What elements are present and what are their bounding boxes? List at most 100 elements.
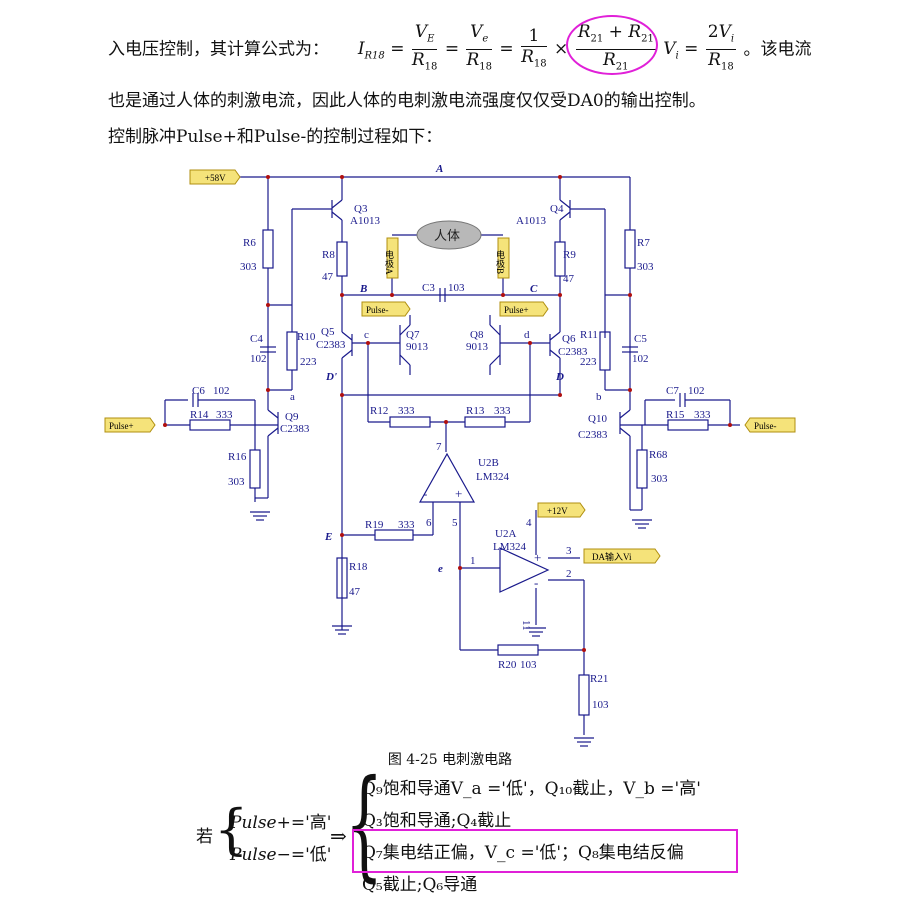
r18-label: R18 (349, 561, 368, 573)
v12-label: +12V (547, 506, 568, 516)
u2b-label: U2B (478, 457, 499, 469)
pin11-label: 11 (520, 620, 532, 631)
c5-label: C5 (634, 333, 647, 345)
u2b-type: LM324 (476, 471, 510, 483)
frac-VE-R18: VE R18 (411, 22, 438, 73)
result-1: Q₉饱和导通V_a ='低'，Q₁₀截止，V_b ='高' (362, 779, 701, 799)
v58-label: +58V (205, 173, 226, 183)
node-d-label: D (555, 371, 564, 383)
electrode-a-label: 电极A (384, 249, 394, 275)
pin4-label: 4 (526, 517, 532, 529)
r7-label: R7 (637, 237, 650, 249)
r14-label: R14 (190, 409, 209, 421)
r6-value: 303 (240, 261, 257, 273)
result-2: Q₃饱和导通;Q₄截止 (362, 811, 512, 831)
r16-value: 303 (228, 476, 245, 488)
r16-label: R16 (228, 451, 247, 463)
node-e-upper-label: E (324, 531, 332, 543)
r7-value: 303 (637, 261, 654, 273)
pin2-label: 2 (566, 568, 572, 580)
line1-start: 入电压控制，其计算公式为： (108, 39, 329, 60)
figure-caption: 图 4-25 电刺激电路 (387, 752, 513, 768)
r19-value: 333 (398, 519, 415, 531)
c7-label: C7 (666, 385, 679, 397)
pin7-label: 7 (436, 441, 442, 453)
highlight-box (352, 829, 738, 873)
q7-type: 9013 (406, 341, 429, 353)
r21-label: R21 (590, 673, 608, 685)
left-brace: { (214, 798, 249, 861)
q4-type: A1013 (516, 215, 546, 227)
u2b-minus: - (423, 486, 427, 501)
r15-label: R15 (666, 409, 685, 421)
pin6-label: 6 (426, 517, 432, 529)
node-d-small: d (524, 329, 530, 341)
r14-value: 333 (216, 409, 233, 421)
c3-label: C3 (422, 282, 435, 294)
r20-value: 103 (520, 659, 537, 671)
q9-type: C2383 (280, 423, 310, 435)
pin5-label: 5 (452, 517, 458, 529)
node-b-label: B (359, 283, 367, 295)
formula: IR18 = VE R18 = Ve R18 = 1 R18 × R21 + R… (358, 22, 744, 73)
result-4: Q₅截止;Q₆导通 (362, 875, 478, 895)
node-c-label: C (530, 283, 538, 295)
q8-type: 9013 (466, 341, 489, 353)
node-a-small: a (290, 391, 295, 403)
text-line-1: 入电压控制，其计算公式为： IR18 = VE R18 = Ve R18 = 1… (108, 22, 812, 78)
r9-value: 47 (563, 273, 575, 285)
q5-type: C2383 (316, 339, 346, 351)
frac-2Vi-R18: 2Vi R18 (705, 22, 737, 73)
r10-label: R10 (297, 331, 316, 343)
q4-label: Q4 (550, 203, 564, 215)
r13-label: R13 (466, 405, 485, 417)
q9-label: Q9 (285, 411, 299, 423)
node-e-lower-label: e (438, 563, 443, 575)
line1-end: 。该电流 (743, 39, 812, 60)
electrode-b-label: 电极B (495, 249, 505, 274)
c3-value: 103 (448, 282, 465, 294)
q7-label: Q7 (406, 329, 420, 341)
q3-label: Q3 (354, 203, 368, 215)
da-input-label: DA输入Vi (592, 551, 632, 562)
r11-value: 223 (580, 356, 597, 368)
frac-Ve-R18: Ve R18 (466, 22, 493, 73)
r9-label: R9 (563, 249, 576, 261)
text-line-2: 也是通过人体的刺激电流，因此人体的电刺激电流强度仅仅受DA0的输出控制。 (108, 91, 706, 111)
cond-ruo: 若 (196, 827, 213, 847)
r68-value: 303 (651, 473, 668, 485)
q10-type: C2383 (578, 429, 608, 441)
c5-value: 102 (632, 353, 649, 365)
cond-pulse-plus: Pulse+='高' (230, 813, 332, 833)
pin1-label: 1 (470, 555, 476, 567)
c6-value: 102 (213, 385, 230, 397)
node-dprime-label: D' (325, 371, 337, 383)
q8-label: Q8 (470, 329, 484, 341)
r18-value: 47 (349, 586, 361, 598)
frac-1-R18: 1 R18 (521, 25, 547, 70)
r68-label: R68 (649, 449, 668, 461)
q6-label: Q6 (562, 333, 576, 345)
q10-label: Q10 (588, 413, 607, 425)
r8-value: 47 (322, 271, 334, 283)
r12-value: 333 (398, 405, 415, 417)
c4-value: 102 (250, 353, 267, 365)
pulse-plus-left-tag: Pulse+ (109, 421, 134, 431)
pulse-minus-right-tag: Pulse- (754, 421, 777, 431)
u2a-type: LM324 (493, 541, 527, 553)
c4-label: C4 (250, 333, 263, 345)
pin3-label: 3 (566, 545, 572, 557)
r15-value: 333 (694, 409, 711, 421)
node-c-small: c (364, 329, 369, 341)
r12-label: R12 (370, 405, 388, 417)
highlight-ellipse (566, 15, 658, 75)
cond-pulse-minus: Pulse−='低' (230, 845, 332, 865)
u2a-label: U2A (495, 528, 516, 540)
q5-label: Q5 (321, 326, 335, 338)
text-line-3: 控制脉冲Pulse+和Pulse-的控制过程如下： (108, 127, 443, 147)
q6-type: C2383 (558, 346, 588, 358)
r19-label: R19 (365, 519, 384, 531)
node-a-label: A (435, 163, 443, 175)
pulse-minus-tag: Pulse- (366, 305, 389, 315)
r13-value: 333 (494, 405, 511, 417)
